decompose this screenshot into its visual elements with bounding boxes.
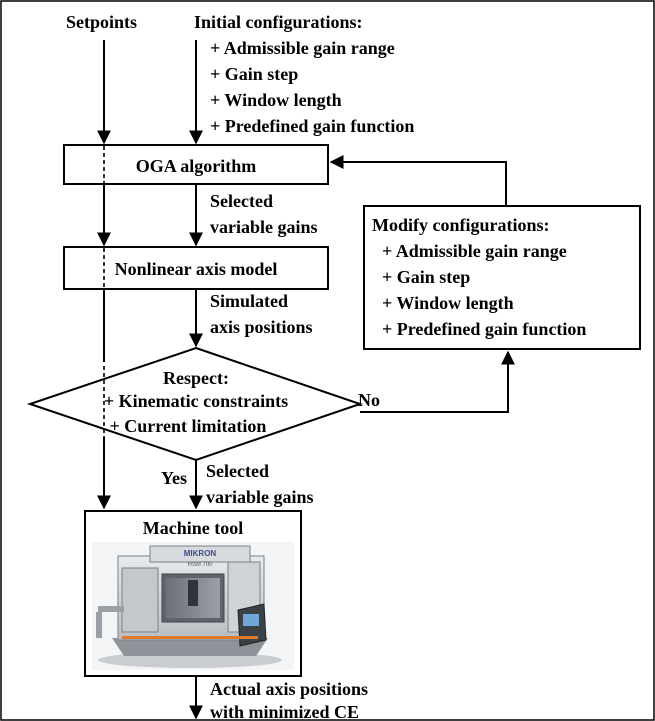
initial-config-item: + Gain step bbox=[210, 64, 298, 84]
yes-label: Yes bbox=[161, 468, 187, 488]
feedback-arrow bbox=[329, 155, 507, 206]
machine-tool-title: Machine tool bbox=[143, 518, 244, 538]
initial-config-item: + Admissible gain range bbox=[210, 38, 395, 58]
selected-gains-label-2: Selected bbox=[206, 461, 269, 481]
no-branch-arrow bbox=[360, 350, 515, 413]
oga-algorithm-label: OGA algorithm bbox=[136, 156, 257, 176]
machine-model-text: HSM 700 bbox=[187, 562, 213, 568]
selected-gains-label-1b: variable gains bbox=[210, 217, 318, 237]
selected-gains-label-1: Selected bbox=[210, 191, 273, 211]
modify-config-item: + Gain step bbox=[382, 267, 470, 287]
simulated-positions-label-b: axis positions bbox=[210, 317, 313, 337]
nonlinear-model-box bbox=[63, 246, 329, 290]
oga-algorithm-box bbox=[63, 144, 329, 185]
initial-config-item: + Window length bbox=[210, 90, 342, 110]
nonlinear-model-label: Nonlinear axis model bbox=[115, 259, 278, 279]
modify-config-box bbox=[363, 205, 641, 350]
initial-config-item: + Predefined gain function bbox=[210, 116, 414, 136]
simulated-positions-label: Simulated bbox=[210, 291, 288, 311]
modify-config-item: + Admissible gain range bbox=[382, 241, 567, 261]
setpoints-label: Setpoints bbox=[66, 12, 137, 32]
modify-config-title: Modify configurations: bbox=[372, 215, 550, 235]
selected-gains-label-2b: variable gains bbox=[206, 487, 314, 507]
modify-config-item: + Predefined gain function bbox=[382, 319, 586, 339]
decision-item: + Current limitation bbox=[110, 416, 267, 436]
decision-item: + Kinematic constraints bbox=[104, 391, 288, 411]
modify-config-item: + Window length bbox=[382, 293, 514, 313]
output-label-b: with minimized CE bbox=[210, 702, 359, 721]
initial-config-title: Initial configurations: bbox=[194, 12, 363, 32]
machine-tool-image: MIKRON HSM 700 bbox=[92, 542, 294, 670]
output-label: Actual axis positions bbox=[210, 679, 368, 699]
no-label: No bbox=[358, 390, 380, 410]
decision-title: Respect: bbox=[163, 368, 229, 388]
machine-brand-text: MIKRON bbox=[184, 549, 217, 558]
